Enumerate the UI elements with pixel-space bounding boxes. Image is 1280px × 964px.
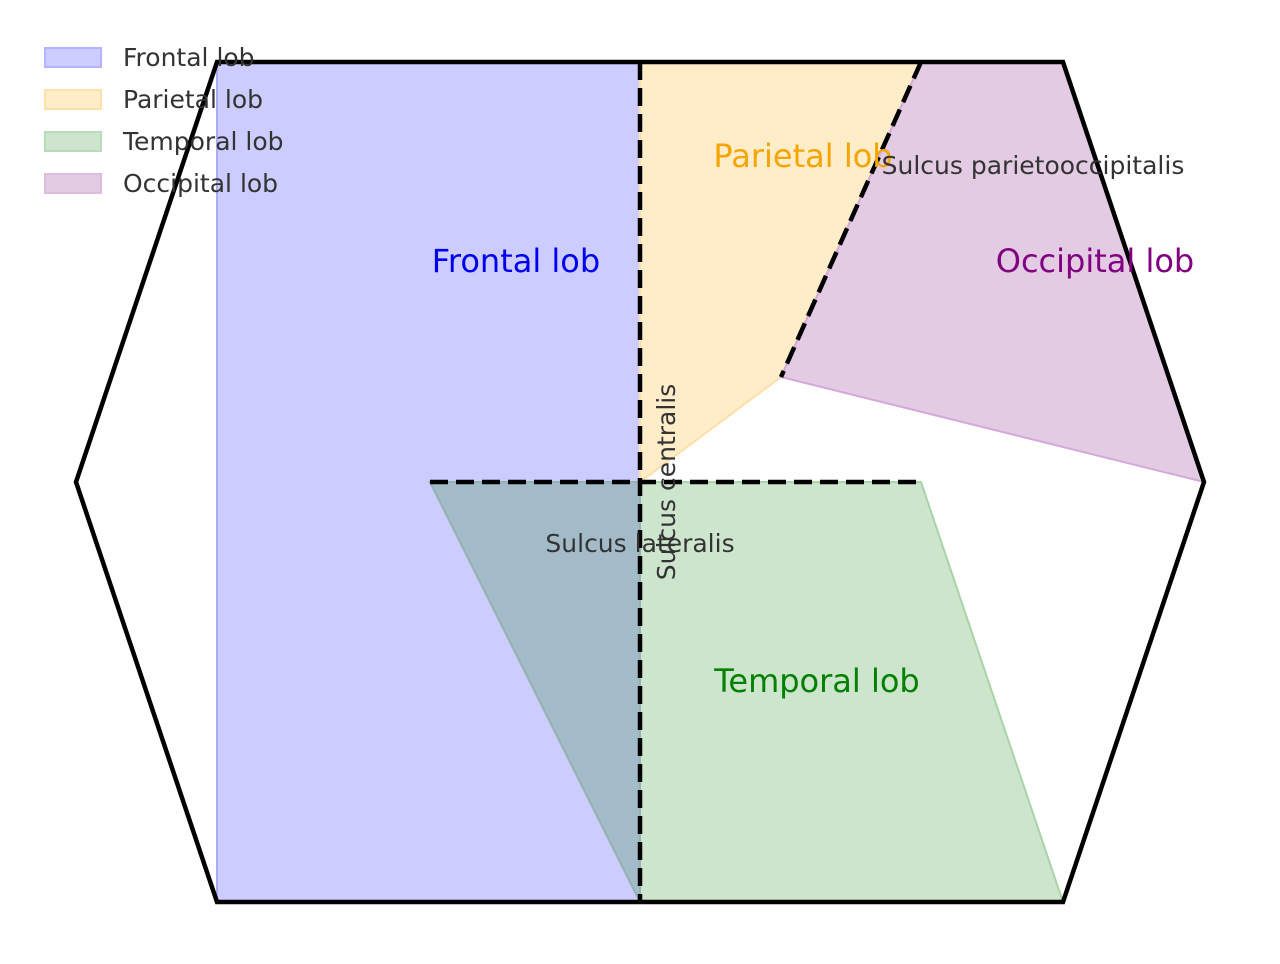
legend-swatch-occipital bbox=[44, 173, 102, 194]
parietal-lobe-label: Parietal lob bbox=[713, 137, 892, 175]
occipital-lobe-label: Occipital lob bbox=[996, 242, 1194, 280]
legend-swatch-temporal bbox=[44, 131, 102, 152]
frontal-lobe-label: Frontal lob bbox=[432, 242, 600, 280]
temporal-lobe-label: Temporal lob bbox=[713, 662, 919, 700]
legend-label-frontal: Frontal lob bbox=[123, 43, 255, 72]
sulcus-parietooccipitalis-line bbox=[778, 61, 924, 378]
sulcus-lateralis-label: Sulcus lateralis bbox=[545, 529, 734, 558]
legend-label-occipital: Occipital lob bbox=[123, 169, 278, 198]
brain-outline bbox=[73, 59, 1207, 905]
legend-swatch-frontal bbox=[44, 47, 102, 68]
sulcus-centralis-label: Sulcus centralis bbox=[652, 384, 681, 581]
legend-swatch-parietal bbox=[44, 89, 102, 110]
legend: Frontal lob Parietal lob Temporal lob Oc… bbox=[44, 43, 284, 198]
legend-label-parietal: Parietal lob bbox=[123, 85, 263, 114]
legend-label-temporal: Temporal lob bbox=[122, 127, 284, 156]
sulcus-parietooccipitalis-label: Sulcus parietooccipitalis bbox=[882, 151, 1185, 180]
